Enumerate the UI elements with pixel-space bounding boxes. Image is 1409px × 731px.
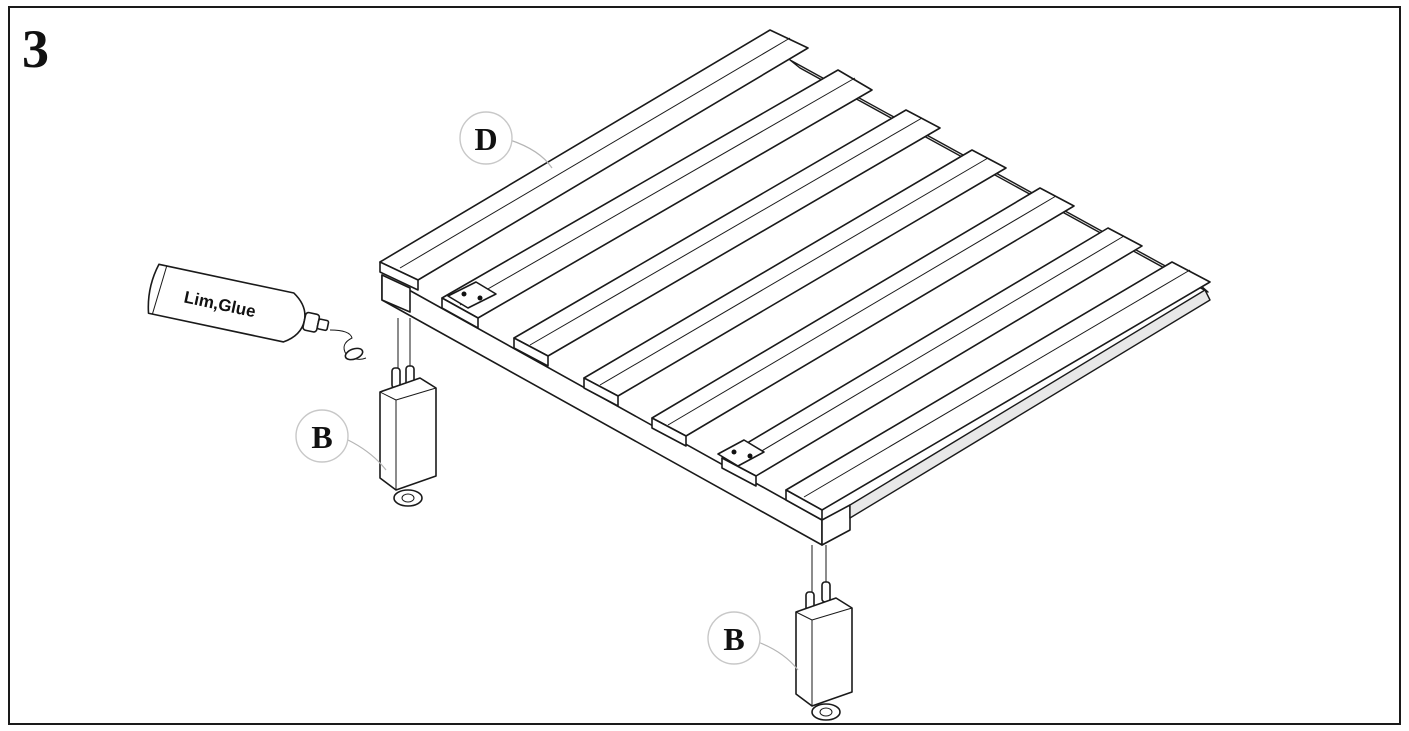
glue-drip — [329, 329, 367, 361]
callout-d: D — [459, 111, 553, 169]
slats — [379, 29, 1211, 521]
bracket-right — [717, 439, 765, 467]
bracket-left — [447, 281, 497, 309]
leg-right — [795, 545, 853, 721]
leg-left — [379, 318, 437, 507]
callout-d-label: D — [474, 121, 497, 157]
callout-b-left: B — [295, 409, 387, 471]
instruction-frame — [8, 6, 1401, 725]
glue-tube: Lim,Glue — [147, 263, 330, 343]
callout-b-right-label: B — [723, 621, 744, 657]
step-number: 3 — [22, 19, 49, 79]
callout-b-left-label: B — [311, 419, 332, 455]
callout-b-right: B — [707, 611, 799, 671]
